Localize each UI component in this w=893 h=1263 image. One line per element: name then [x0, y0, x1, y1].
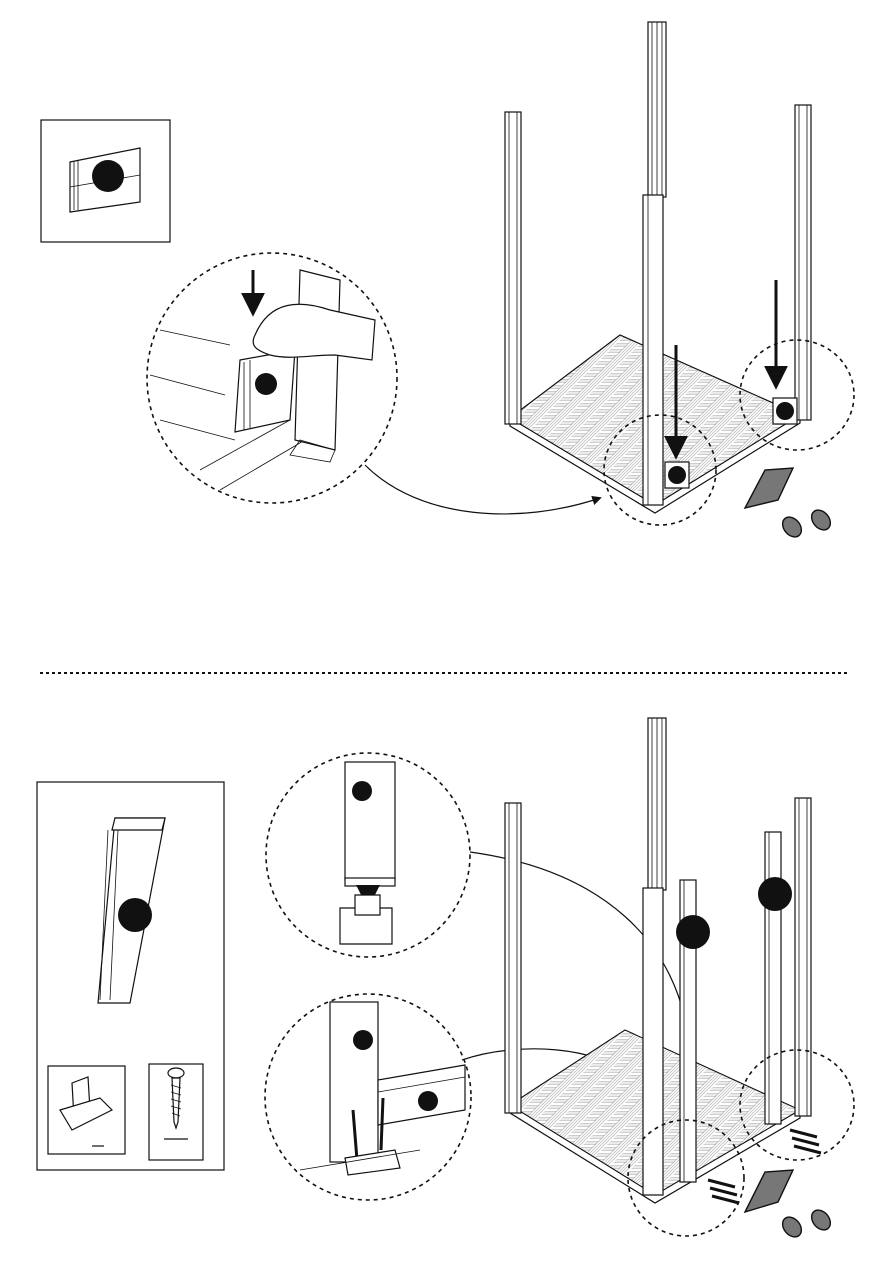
- step2-screw-zoom: [265, 994, 471, 1200]
- part-marker-dot: [758, 877, 792, 911]
- step1-detail-zoom: [147, 253, 397, 503]
- part-marker-dot: [118, 898, 152, 932]
- part-marker-dot: [418, 1091, 438, 1111]
- part-marker-dot: [255, 373, 277, 395]
- part-marker-dot: [352, 781, 372, 801]
- step1-part-box: [41, 120, 170, 242]
- footprints-icon: [779, 1206, 834, 1240]
- part-marker-dot: [776, 402, 794, 420]
- footprints-icon: [779, 506, 834, 540]
- step2-parts-box: [37, 782, 224, 1170]
- step-2: [37, 718, 854, 1241]
- wall-panel: [765, 832, 781, 1124]
- pointer-arrow-icon: [745, 1170, 793, 1212]
- part-marker-dot: [92, 160, 124, 192]
- connector-arrow: [365, 465, 600, 514]
- step2-bracket-zoom: [266, 753, 470, 957]
- pointer-arrow-icon: [745, 468, 793, 508]
- step-1: [41, 22, 854, 541]
- part-marker-dot: [353, 1030, 373, 1050]
- part-marker-dot: [676, 915, 710, 949]
- hand-illustration: [253, 304, 375, 360]
- part-marker-dot: [668, 466, 686, 484]
